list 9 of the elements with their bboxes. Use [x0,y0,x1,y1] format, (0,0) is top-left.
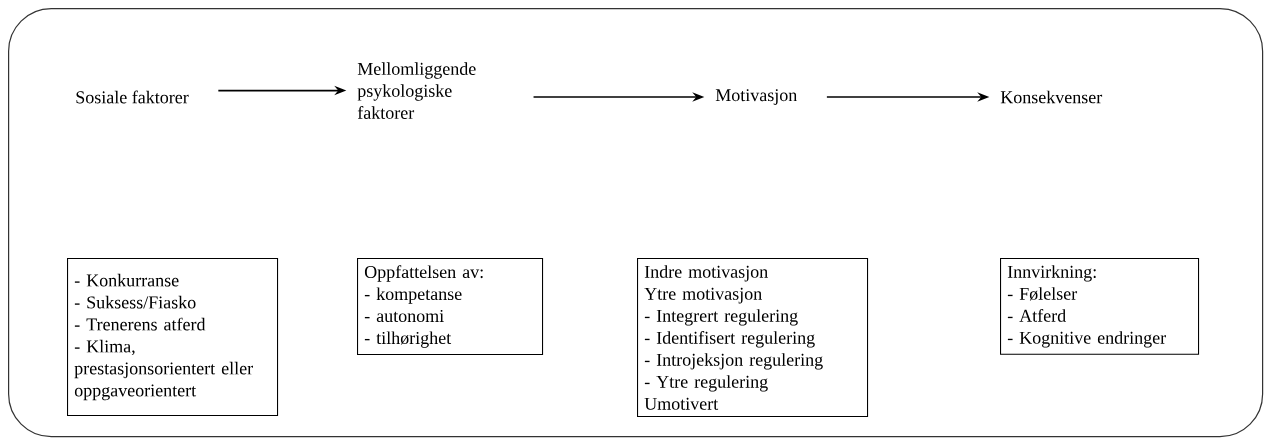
rounded-frame [8,8,1264,438]
text-box: - Konkurranse - Suksess/Fiasko - Trenerens atferd - Klima, prestasjonsorientert eller oppgaveorientert [67,258,279,417]
heading-text: Konsekvenser [1000,90,1103,104]
text-box: Indre motivasjon Ytre motivasjon - Integrert regulering - Identifisert regulering - Introjeksjon regulering - Ytre regulering Umotivert [637,258,869,418]
heading-text: Motivasjon [715,89,797,105]
text-box: Oppfattelsen av: - kompetanse - autonomi - tilhørighet [357,258,544,355]
heading-text: Mellomliggende psykologiske faktorer [357,62,476,119]
heading-text: Sosiale faktorer [76,90,189,104]
text-box: Innvirkning: - Følelser - Atferd - Kognitive endringer [1000,258,1200,355]
